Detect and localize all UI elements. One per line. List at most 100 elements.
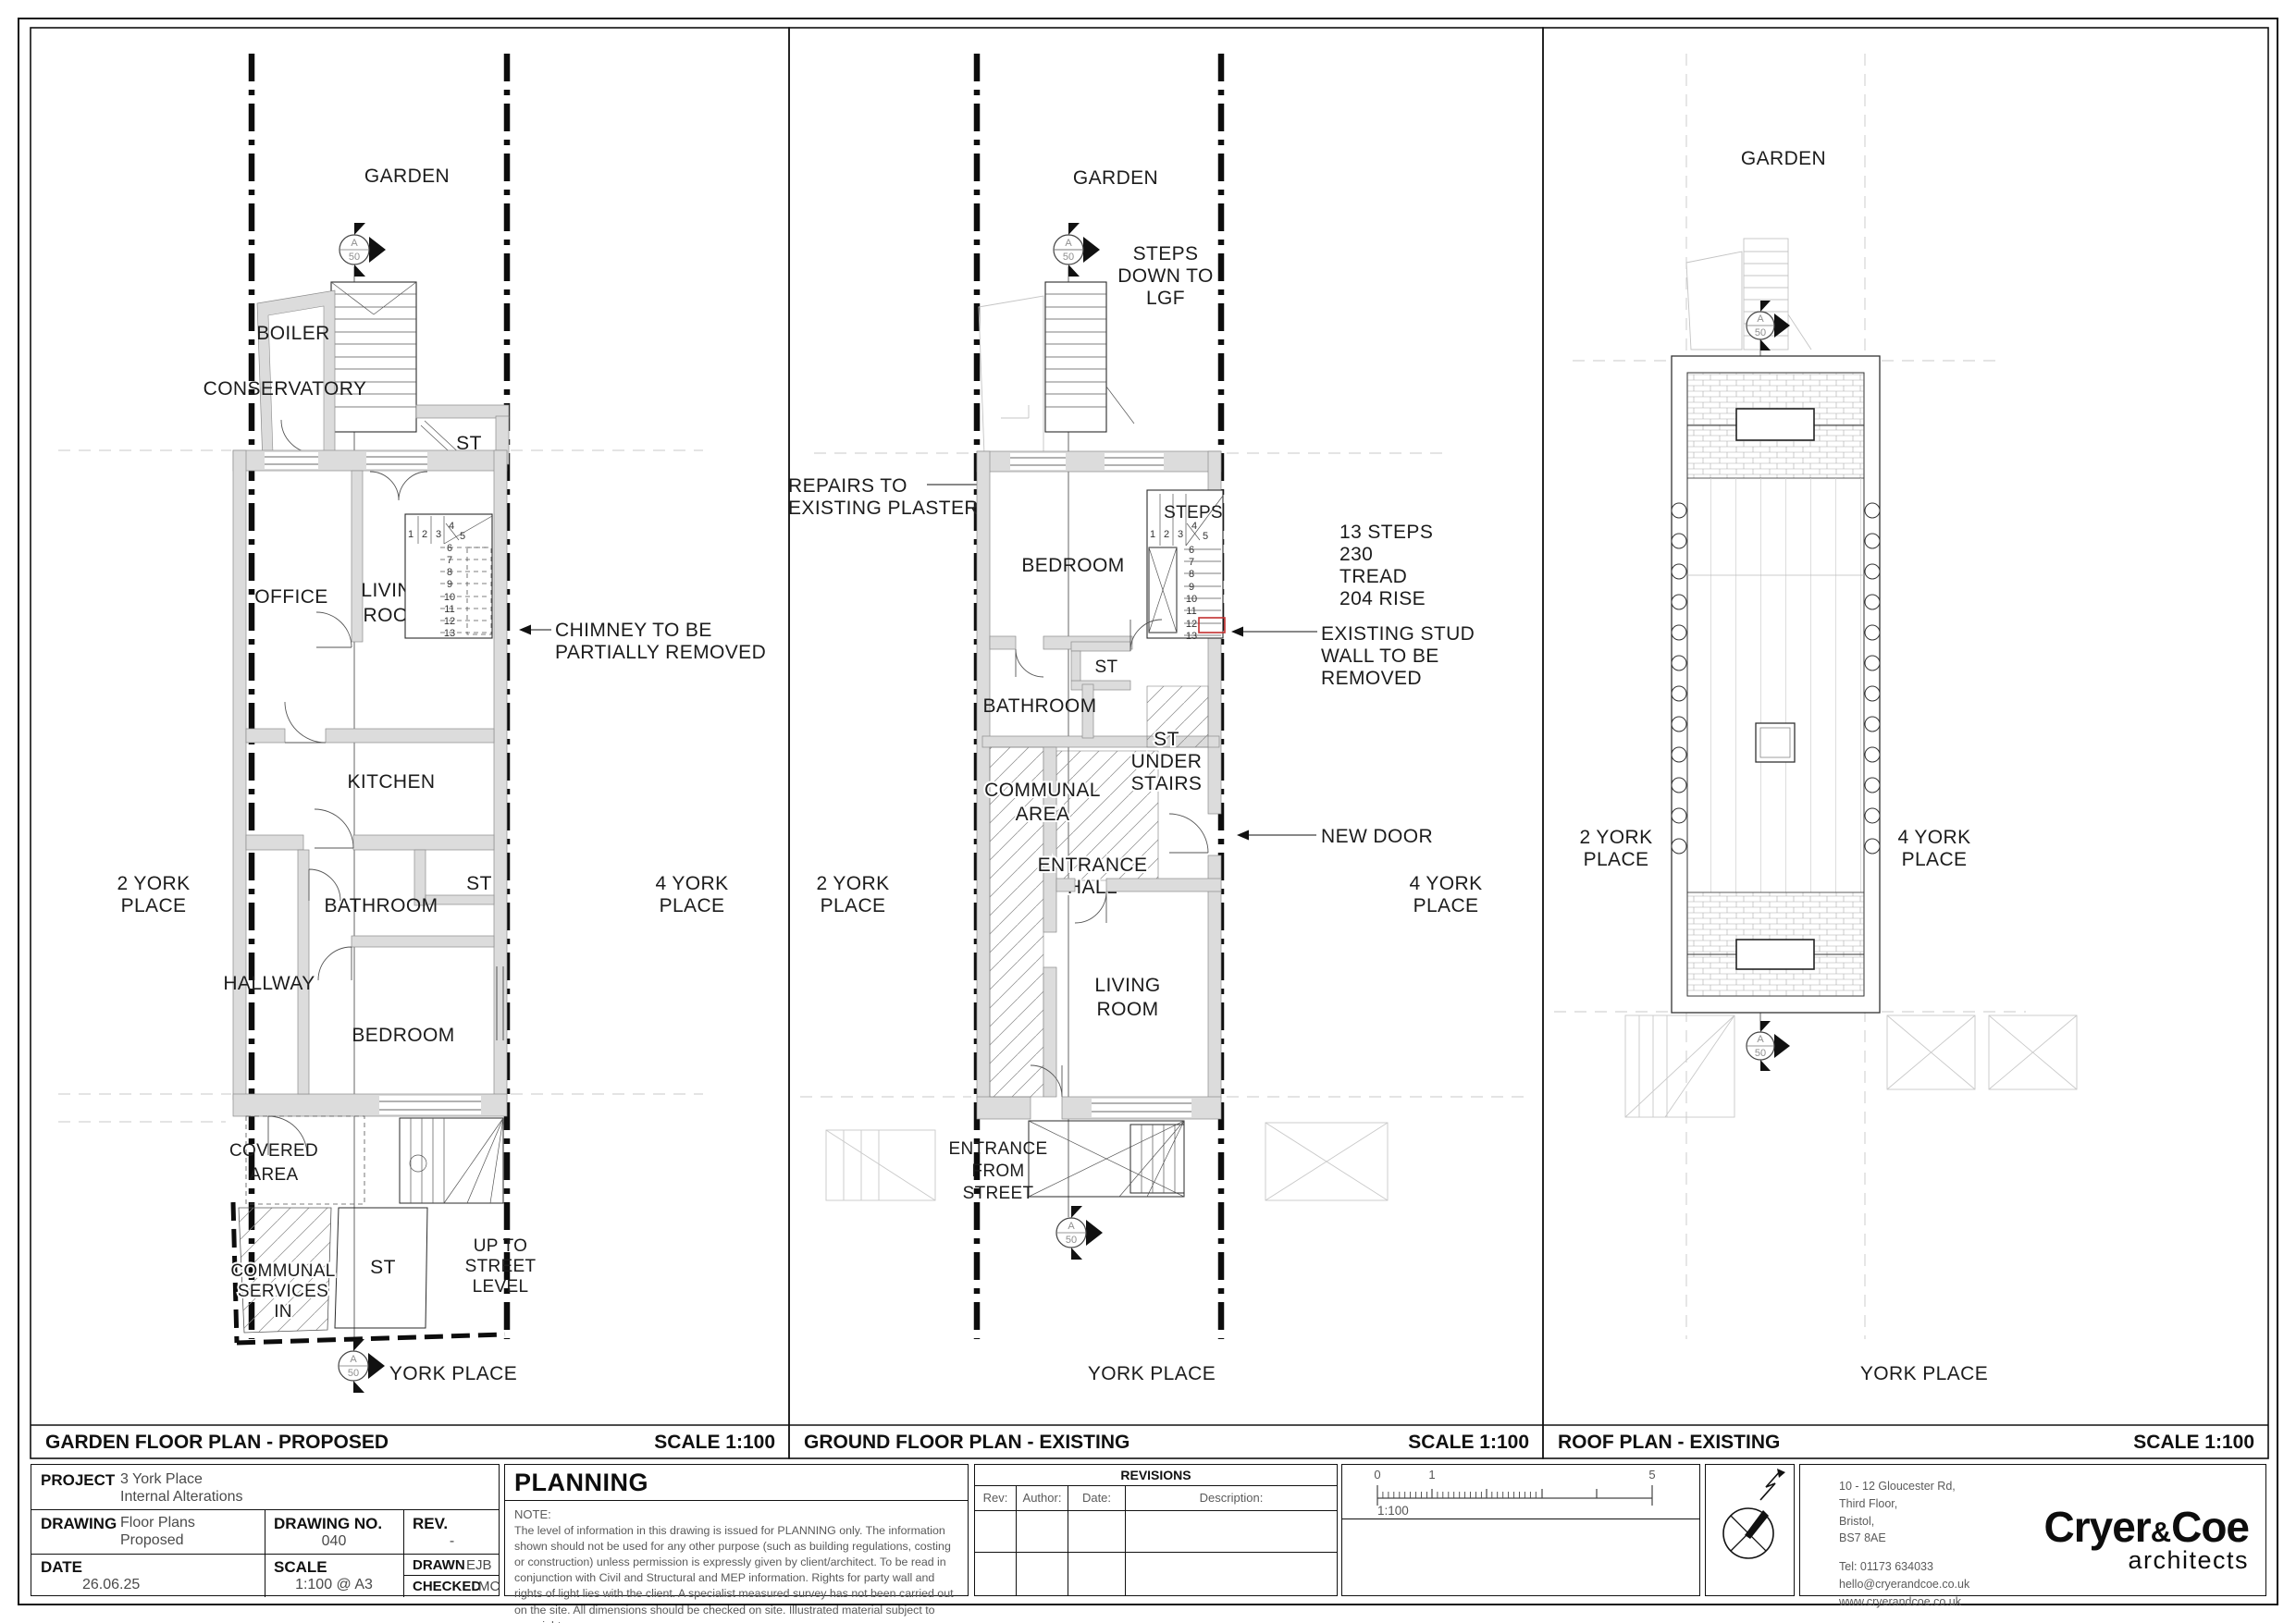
note-new-door: NEW DOOR	[1321, 826, 1433, 847]
drawn-value: EJB	[466, 1557, 492, 1573]
label-covered-2: AREA	[250, 1165, 299, 1185]
svg-text:0: 0	[1374, 1468, 1380, 1482]
wall	[325, 728, 495, 744]
svg-text:A: A	[351, 238, 358, 249]
scale-label: SCALE	[274, 1558, 327, 1576]
note-stud-1: EXISTING STUD	[1321, 623, 1475, 645]
label-st-bottom: ST	[370, 1257, 396, 1278]
label-2-york-1: 2 YORK	[816, 873, 889, 894]
wall	[1070, 641, 1131, 652]
context-lines	[58, 449, 703, 1123]
label-st-upper: ST	[1095, 658, 1118, 677]
label-kitchen: KITCHEN	[348, 771, 436, 793]
ghost-box-cross	[1988, 1014, 2078, 1090]
label-street-1: ENTRANCE	[949, 1139, 1048, 1159]
section-marker: A 50	[338, 1339, 385, 1393]
label-4-york-2: PLACE	[1902, 849, 1968, 870]
note-stair-4: 204 RISE	[1339, 588, 1426, 609]
svg-text:5: 5	[1648, 1468, 1655, 1482]
panel-scale-garden: SCALE 1:100	[654, 1432, 775, 1453]
panel-title-roof: ROOF PLAN - EXISTING	[1558, 1432, 1780, 1453]
wall	[425, 894, 495, 905]
roof-plan: GARDEN A 50	[1554, 54, 2078, 1384]
roof-vents-right	[1864, 502, 1881, 855]
date-col-header: Date:	[1068, 1486, 1126, 1511]
stair-mid	[404, 513, 493, 639]
label-4-york-1: 4 YORK	[1409, 873, 1482, 894]
stair-number: 2	[1164, 529, 1169, 540]
sheet-border	[18, 18, 2278, 1605]
rev-value: -	[449, 1533, 455, 1549]
label-st-mid: ST	[466, 873, 492, 894]
entrance-door-arc	[1030, 1064, 1063, 1098]
note-stud-2: WALL TO BE	[1321, 646, 1439, 667]
architect-logo: Cryer&Coe architects	[2043, 1503, 2250, 1574]
wall-divider	[351, 470, 364, 643]
label-2-york-1: 2 YORK	[1579, 827, 1652, 848]
wall	[245, 834, 304, 851]
stair-number: 9	[1189, 582, 1194, 593]
ghost-neighbour-lines	[1265, 1122, 1389, 1201]
panel-scale-roof: SCALE 1:100	[2133, 1432, 2254, 1453]
wall	[1105, 878, 1222, 892]
chimney-top	[1735, 408, 1815, 441]
architect-tel: Tel: 01173 634033	[1839, 1560, 1933, 1573]
front-stair	[399, 1117, 504, 1204]
ghost-conservatory	[978, 295, 1044, 456]
wall-hallway	[297, 849, 310, 1095]
window-glazing	[496, 966, 504, 1040]
rev-cell-empty	[1068, 1553, 1126, 1595]
stair-number: 1	[1150, 529, 1155, 540]
wall	[989, 635, 1017, 650]
window	[1010, 453, 1066, 470]
wall	[1081, 683, 1094, 739]
section-marker: A 50	[1746, 301, 1790, 350]
wall	[414, 849, 426, 906]
stair-number: 4	[449, 521, 454, 532]
window	[366, 452, 427, 469]
front-stair-treads	[410, 1117, 504, 1204]
label-communal-2: AREA	[1016, 804, 1070, 825]
panel-garden-frame	[30, 27, 790, 1459]
svg-text:1: 1	[1428, 1468, 1435, 1482]
project-table: PROJECT 3 York Place Internal Alteration…	[31, 1464, 500, 1597]
front-stair-flight	[1129, 1124, 1185, 1194]
label-steps-3: LGF	[1146, 288, 1185, 309]
label-2-york-1: 2 YORK	[117, 873, 190, 894]
context-lines	[1554, 360, 2026, 1013]
label-bedroom: BEDROOM	[352, 1025, 454, 1046]
wall	[245, 728, 286, 744]
panel-title-ground: GROUND FLOOR PLAN - EXISTING	[804, 1432, 1129, 1453]
ghost-stair	[1624, 1014, 1735, 1118]
stair-number: 7	[447, 555, 452, 566]
rev-cell-empty	[1126, 1511, 1337, 1553]
section-marker: A 50	[1053, 223, 1100, 277]
label-boiler: BOILER	[256, 323, 329, 344]
scale-bar: 0 1 5 1:100	[1374, 1468, 1655, 1518]
panel-title-garden: GARDEN FLOOR PLAN - PROPOSED	[45, 1432, 389, 1453]
svg-text:A: A	[1757, 1034, 1764, 1045]
rev-cell-empty	[975, 1553, 1017, 1595]
stair-top-flight	[417, 515, 493, 545]
label-4-york-2: PLACE	[660, 895, 725, 916]
stair-number: 11	[444, 604, 454, 615]
stair-number: 4	[1191, 521, 1197, 532]
project-name-2: Internal Alterations	[120, 1489, 243, 1505]
ghost-box	[1886, 1014, 1976, 1090]
door-arc	[1074, 891, 1107, 924]
label-communal-3: IN	[274, 1302, 292, 1322]
covered-area-outline	[245, 1115, 365, 1205]
communal-services-hatch	[238, 1207, 332, 1334]
wall	[415, 404, 510, 419]
svg-text:50: 50	[1755, 1048, 1766, 1059]
garden-steps-treads	[1045, 293, 1135, 424]
section-marker: A 50	[339, 223, 386, 277]
label-york-place: YORK PLACE	[1088, 1363, 1216, 1384]
stair-number: 1	[408, 529, 414, 540]
wall-left	[976, 450, 991, 1100]
svg-text:50: 50	[1063, 252, 1074, 263]
st-room-street	[334, 1207, 428, 1329]
label-st-under-2: UNDER	[1131, 751, 1203, 772]
rev-label: REV.	[413, 1515, 449, 1532]
panel-scale-ground: SCALE 1:100	[1408, 1432, 1529, 1453]
